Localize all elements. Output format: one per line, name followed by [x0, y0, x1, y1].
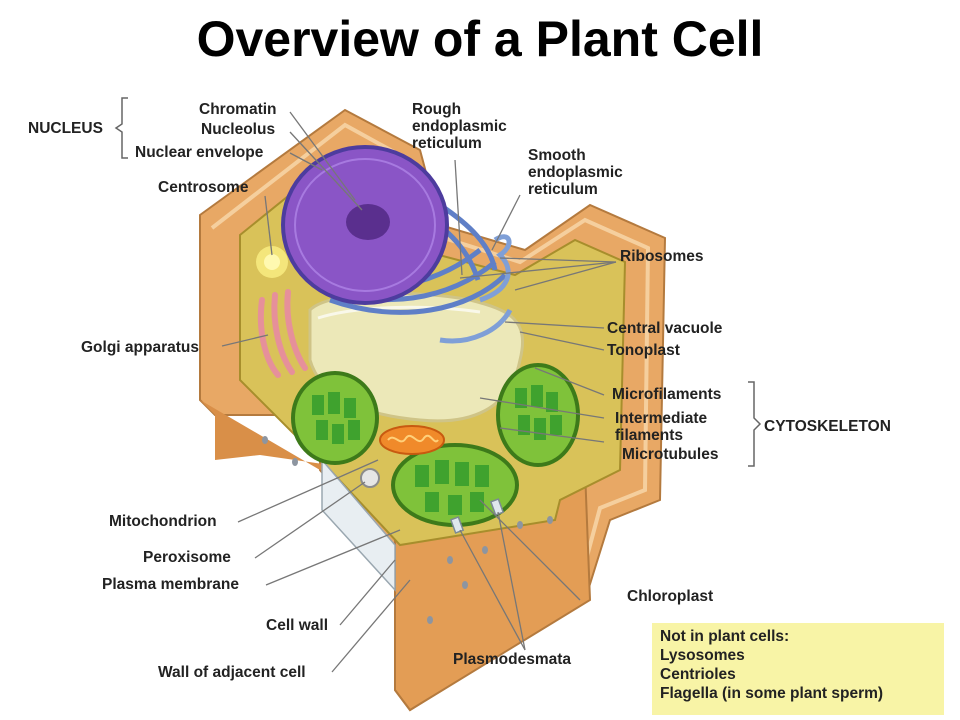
- mitochondrion: [379, 425, 445, 455]
- label-golgi-apparatus: Golgi apparatus: [81, 339, 199, 356]
- label-plasma-membrane: Plasma membrane: [102, 576, 239, 593]
- chloroplast-bottom: [391, 443, 519, 527]
- label-cell-wall: Cell wall: [266, 617, 329, 634]
- cytoskeleton-bracket: [748, 381, 762, 467]
- nucleus: [281, 145, 449, 305]
- label-smooth-er-line-2: endoplasmic: [528, 164, 623, 181]
- label-nuclear-envelope: Nuclear envelope: [135, 144, 264, 161]
- label-microtubules: Microtubules: [622, 446, 719, 463]
- label-ribosomes: Ribosomes: [620, 248, 704, 265]
- page-title: Overview of a Plant Cell: [196, 11, 764, 67]
- leader-lines: [221, 111, 617, 673]
- smooth-er: [439, 234, 513, 344]
- label-rough-er: Rough endoplasmic reticulum: [412, 101, 507, 152]
- label-rough-er-line-1: Rough: [412, 101, 462, 118]
- label-peroxisome: Peroxisome: [143, 549, 231, 566]
- label-wall-adjacent-cell: Wall of adjacent cell: [158, 664, 306, 681]
- label-chromatin: Chromatin: [199, 101, 277, 118]
- label-plasmodesmata: Plasmodesmata: [453, 651, 572, 668]
- chloroplast-left: [291, 371, 379, 465]
- note-item-lysosomes: Lysosomes: [660, 647, 745, 664]
- chloroplast-right: [496, 363, 580, 467]
- centrosome: [256, 246, 288, 278]
- nucleus-bracket: [114, 97, 128, 159]
- label-microfilaments: Microfilaments: [612, 386, 722, 403]
- plasma-membrane: [321, 457, 396, 592]
- note-item-flagella: Flagella (in some plant sperm): [660, 685, 884, 702]
- not-in-plant-cells-note: Not in plant cells: Lysosomes Centrioles…: [652, 623, 944, 715]
- golgi-apparatus: [257, 289, 308, 378]
- label-intermediate-line-2: filaments: [615, 427, 684, 444]
- note-item-centrioles: Centrioles: [660, 666, 736, 683]
- plasmodesmata: [449, 498, 505, 534]
- label-rough-er-line-2: endoplasmic: [412, 118, 507, 135]
- group-label-nucleus: NUCLEUS: [28, 120, 103, 137]
- label-smooth-er: Smooth endoplasmic reticulum: [528, 147, 623, 198]
- label-smooth-er-line-1: Smooth: [528, 147, 586, 164]
- label-smooth-er-line-3: reticulum: [528, 181, 598, 198]
- group-label-cytoskeleton: CYTOSKELETON: [764, 418, 891, 435]
- wall-pits: [262, 436, 553, 624]
- label-centrosome: Centrosome: [158, 179, 249, 196]
- label-rough-er-line-3: reticulum: [412, 135, 482, 152]
- label-intermediate-filaments: Intermediate filaments: [615, 410, 707, 444]
- label-mitochondrion: Mitochondrion: [109, 513, 217, 530]
- label-chloroplast: Chloroplast: [627, 588, 714, 605]
- label-tonoplast: Tonoplast: [607, 342, 680, 359]
- label-central-vacuole: Central vacuole: [607, 320, 723, 337]
- label-intermediate-line-1: Intermediate: [615, 410, 708, 427]
- peroxisome: [360, 468, 380, 488]
- note-heading: Not in plant cells:: [660, 628, 790, 645]
- label-nucleolus: Nucleolus: [201, 121, 276, 138]
